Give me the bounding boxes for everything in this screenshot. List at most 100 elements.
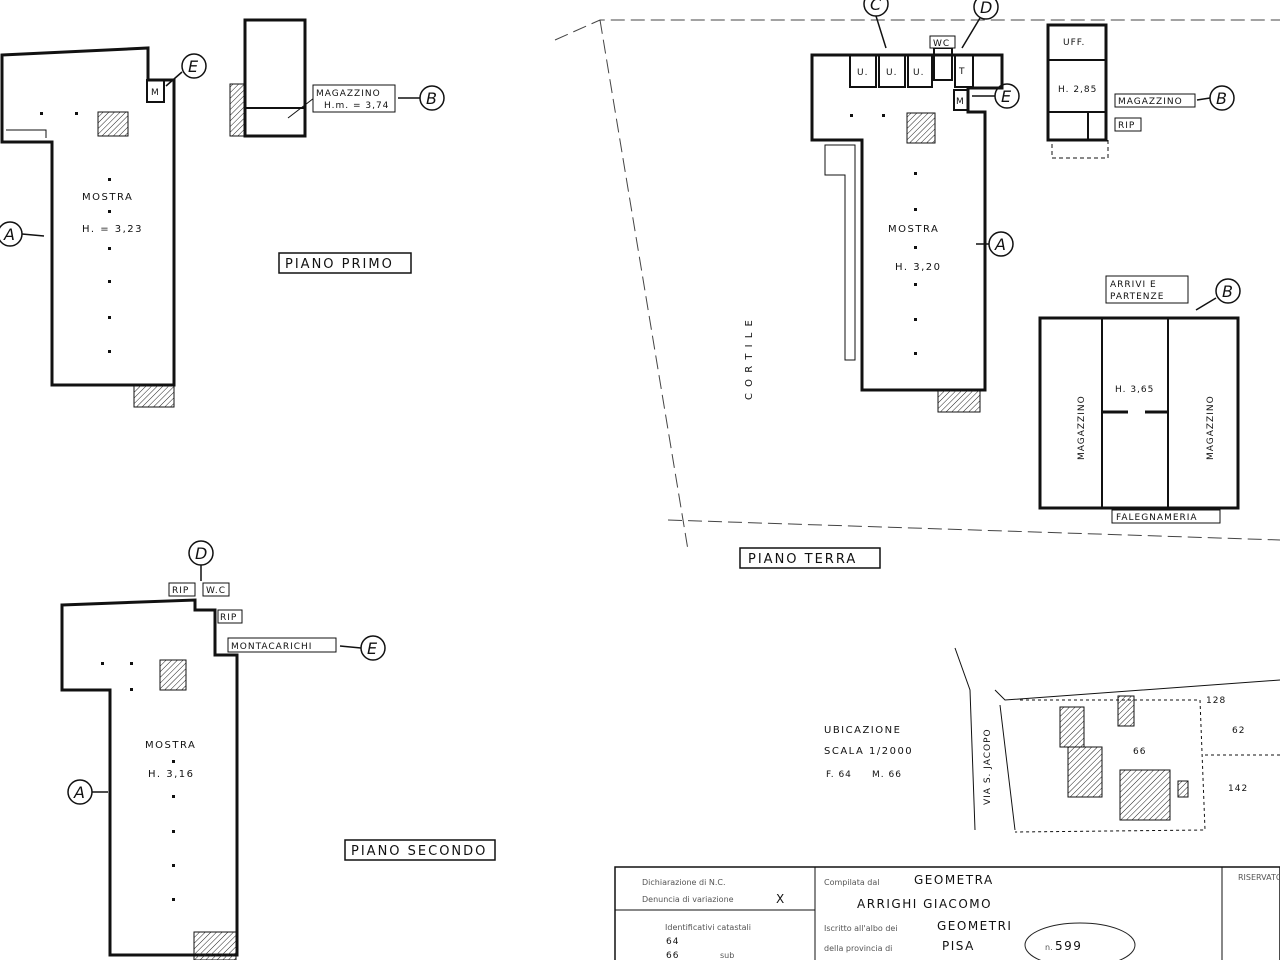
primo-stair [97,111,129,137]
form-dichiarazione: Dichiarazione di N.C. [642,878,726,887]
location-building-5 [1177,780,1189,798]
form-num: 599 [1055,939,1082,953]
secondo-lift-box [227,637,337,653]
callout-e-terra-letter: E [1001,87,1012,106]
form-qualifica: GEOMETRA [914,873,994,887]
secondo-title-box [344,839,496,861]
form-city: PISA [942,939,975,953]
callout-d-secondo-letter: D [195,544,207,563]
secondo-stair [159,659,187,691]
location-building-1 [1059,706,1085,748]
form-albo: GEOMETRI [937,919,1012,933]
callout-a-secondo-letter: A [73,783,85,802]
terra-m-label: M [956,97,965,107]
terra-u1-label: U. [857,68,868,78]
primo-columns [40,112,111,353]
form-riservato: RISERVATO [1238,873,1280,882]
terra-service-rooms [849,47,974,88]
terra-rip-box [1114,117,1142,132]
location-parcel-62: 62 [1232,726,1245,736]
primo-magazzino-height: H.m. = 3,74 [324,101,389,111]
terra-warehouse-block [1038,316,1240,510]
form-compilata: Compilata dal [824,878,879,887]
secondo-lift-label: MONTACARICHI [231,642,312,652]
callout-a-terra-letter: A [994,235,1006,254]
primo-title-box [278,252,412,274]
terra-m-box [953,89,969,111]
terra-store-left-label: MAGAZZINO [1077,395,1087,460]
primo-stair-bottom [133,384,175,408]
primo-m-label: M [151,88,160,98]
terra-outline [810,53,1004,392]
primo-room-label: MOSTRA [82,192,133,203]
form-num-label: n. [1045,943,1053,952]
form-foglio: 64 [666,937,679,947]
location-scale: SCALA 1/2000 [824,746,913,757]
form-mark: X [776,892,786,906]
terra-wc-label: WC [933,39,950,49]
callout-b-terra-top-letter: B [1216,89,1227,108]
terra-height-label: H. 3,20 [895,262,941,273]
form-name: ARRIGHI GIACOMO [857,897,992,911]
terra-t-label: T [958,67,966,77]
secondo-columns [101,662,175,901]
primo-magazzino-box [312,84,396,113]
secondo-title: PIANO SECONDO [351,844,487,859]
callout-d-terra-letter: D [980,0,992,17]
secondo-rip2-label: RIP [220,613,237,623]
primo-height-label: H. = 3,23 [82,224,143,235]
location-building-4 [1119,769,1171,821]
terra-columns [850,114,917,355]
piano-primo-plan: M MOSTRA H. = 3,23 MAGAZZINO H.m. = 3,74… [0,18,412,408]
location-parcel-142: 142 [1228,784,1248,794]
location-street: VIA S. JACOPO [983,728,993,805]
callout-b-terra-warehouse-letter: B [1222,282,1233,301]
terra-carpentry-box [1111,509,1221,524]
terra-ramp [824,144,856,361]
callout-b-primo-letter: B [426,89,437,108]
terra-rip-label: RIP [1118,121,1135,131]
terra-stair-bottom [937,389,981,413]
primo-magazzino-block [243,18,307,138]
secondo-wc-label: W.C [206,586,226,596]
location-building-3 [1117,695,1135,727]
form-mappale: 66 [666,951,679,960]
form-ident: Identificativi catastali [665,923,751,932]
callout-a-primo-letter: A [3,225,15,244]
terra-hall-height: H. 3,65 [1115,385,1154,395]
terra-lot-boundary [554,19,1280,551]
form-frame [614,866,1280,965]
location-map: UBICAZIONE SCALA 1/2000 F. 64 M. 66 VIA … [824,647,1280,833]
location-parcel-128: 128 [1206,696,1226,706]
secondo-wc-box [202,582,230,597]
terra-arrivals-label-2: PARTENZE [1110,292,1164,302]
terra-arrivals-box [1105,275,1189,304]
form-stamp-outline [1024,922,1136,965]
terra-stair [906,112,936,144]
location-foglio: F. 64 [826,770,852,780]
secondo-rip1-label: RIP [172,586,189,596]
location-title: UBICAZIONE [824,725,901,736]
terra-title: PIANO TERRA [748,552,857,567]
terra-carpentry-label: FALEGNAMERIA [1116,513,1198,523]
primo-magazzino-label: MAGAZZINO [316,89,381,99]
form-denuncia: Denuncia di variazione [642,895,734,904]
terra-u2-label: U. [886,68,897,78]
secondo-stair-bottom [193,931,237,961]
callout-e-secondo-letter: E [367,639,378,658]
callout-c-terra-letter: C [870,0,882,14]
form-iscritto: Iscritto all'albo dei [824,924,898,933]
terra-office-height: H. 2,85 [1058,85,1097,95]
terra-room-label: MOSTRA [888,224,939,235]
primo-outline [0,46,176,387]
piano-terra-plan: C O R T I L E U. U. U. WC T M MOSTRA H. … [554,19,1280,569]
callout-e-primo [181,53,207,79]
form-provincia: della provincia di [824,944,892,953]
terra-wc-box [929,35,956,49]
terra-magazzino-label: MAGAZZINO [1118,97,1183,107]
secondo-rip1-box [168,582,196,597]
terra-courtyard-label: C O R T I L E [744,319,755,400]
terra-store-right-label: MAGAZZINO [1206,395,1216,460]
